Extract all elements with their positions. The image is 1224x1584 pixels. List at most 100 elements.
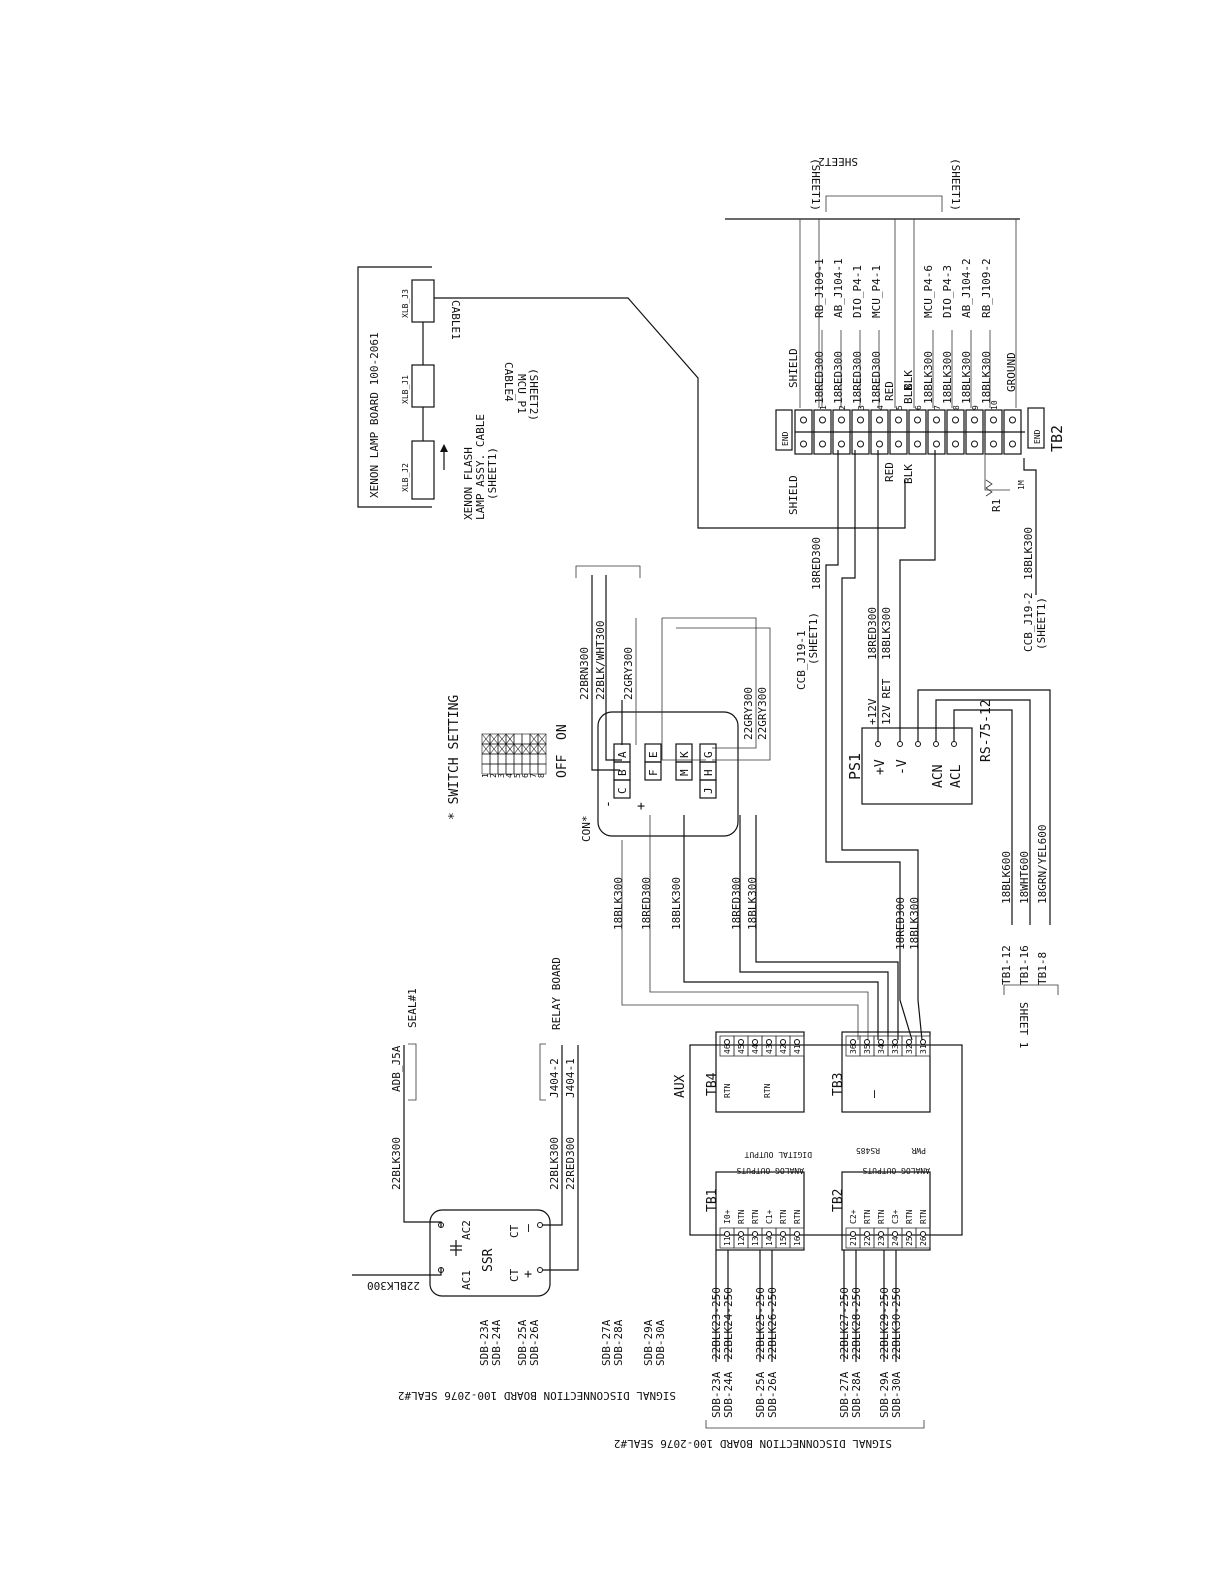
aux-pin-screw [752,1231,758,1237]
tb2-screw-bottom [1009,440,1016,448]
aux-pin-screw [892,1231,898,1237]
aux-pin-number: 12 [737,1236,746,1246]
tb2-wire-label: 18BLK300 [922,351,935,404]
tb2-screw-top [838,416,845,424]
aux-pin-number: 33 [891,1044,900,1054]
tb2-pin-number: 8 [952,405,961,410]
ps1-name: PS1 [846,753,864,780]
aux-pin-number: 32 [905,1044,914,1054]
sdb-left-label: SDB-23A [478,1319,491,1366]
sdb-left-label: SDB-29A [642,1319,655,1366]
tb4-block [715,1031,805,1113]
mains-wiring: 18BLK600 18WHT600 18GRN/YEL600 TB1-12 TB… [1000,825,1059,1048]
tb2-screw-top [819,416,826,424]
aux-pin-cell [915,1035,931,1057]
aux-pin-label: RTN [779,1209,788,1224]
ssr-ac2: AC2 [460,1220,473,1240]
ccb-j19-2-sheet: (SHEET1) [1035,597,1048,650]
aux-pin-number: 25 [905,1236,914,1246]
xlb-j1-connector [411,364,435,408]
con-w-blkwht: 22BLK/WHT300 [594,621,607,700]
aux-pin-screw [794,1039,800,1045]
ccb-j19-2: CCB_J19-2 [1022,592,1035,652]
tb2-screw-top [952,416,959,424]
ps1-power-supply: PS1 +V -V ACN ACL RS-75-12 +12V 12V RET … [846,450,1051,925]
ssr-ct1: CT [508,1268,521,1282]
mains-w1: 18BLK600 [1000,851,1013,904]
aux-pin-label: RTN [877,1209,886,1224]
cable1-label: CABLE1 [449,300,462,340]
tb2-screw-top [990,416,997,424]
dip-cell [481,763,491,775]
aux-pin-label: RTN [905,1209,914,1224]
sdb-bottom-label: SDB-23A [710,1371,723,1418]
ssr-name: SSR [481,1248,496,1272]
aux-pin-screw [752,1039,758,1045]
aux-pin-number: 22 [863,1236,872,1246]
tb2-screw-bottom [971,440,978,448]
tb2-screw-bottom [914,440,921,448]
tb4-rtn2: RTN [763,1083,772,1098]
xlb-j2-label: XLB_J2 [401,463,410,492]
aux-pin-number: 35 [863,1044,872,1054]
tb2-block [841,1171,931,1251]
ccb-labels: CCB_J19-1 (SHEET1) 18RED300 CCB_J19-2 (S… [795,527,1048,690]
ssr-w-adb: 22BLK300 [390,1137,403,1190]
ps1-model: RS-75-12 [979,699,994,762]
mains-d3: TB1-8 [1036,952,1049,985]
ps-down-blk: 18BLK300 [908,897,921,950]
dip-number: 2 [489,773,498,778]
xlb-j2-connector [411,440,435,500]
ssr-minus: – [521,1224,536,1232]
sdb-bottom-label: SDB-25A [754,1371,767,1418]
red2-label: RED [883,462,896,482]
ps1-wire-a: 18RED300 [866,607,879,660]
dip-cell [529,763,539,775]
aux-pin-label: C1+ [765,1209,774,1224]
aux-pin-screw [794,1231,800,1237]
aux-pin-number: 14 [765,1236,774,1246]
sdb-left-label: SDB-27A [600,1319,613,1366]
aux-pin-number: 41 [793,1044,802,1054]
aux-pin-label: RTN [751,1209,760,1224]
tb4-caption: DIGITAL OUTPUT [744,1150,812,1159]
red-label: RED [883,381,896,401]
tb2-pin-number: 3 [857,405,866,410]
sdb-bottom-label: SDB-30A [890,1371,903,1418]
con-w-brn: 22BRN300 [578,647,591,700]
dip-number: 4 [505,773,514,778]
con-name: CON* [580,816,593,843]
con-outline [597,711,739,837]
con-minus: - [601,800,616,808]
tb2-wire-label: 18BLK300 [960,351,973,404]
tb3-cap2: PWR [911,1146,926,1155]
ssr-adb: ADB_J5A [390,1045,403,1092]
dip-cell [513,733,523,745]
tb2-wire-label: 18RED300 [870,351,883,404]
tb4-name: TB4 [705,1072,720,1096]
ps1-w12v: +12V [866,698,879,725]
tb2-pin-number: 9 [971,405,980,410]
aux-pin-number: 31 [919,1044,928,1054]
mains-w3: 18GRN/YEL600 [1036,825,1049,904]
con-pin-label: E [647,751,660,758]
tb2-screw-bottom [800,440,807,448]
tb1-caption: ANALOG OUTPUTS [736,1166,804,1175]
aux-pin-label: RTN [919,1209,928,1224]
aux-pin-screw [878,1231,884,1237]
tb2-pin-number: 2 [838,405,847,410]
xlb-j1-label: XLB_J1 [401,375,410,404]
con-down-wire-label: 18BLK300 [670,877,683,930]
sig-disc-left: SIGNAL DISCONNECTION BOARD 100-2076 SEAL… [398,1389,676,1402]
sdb-bottom-label: SDB-26A [766,1371,779,1418]
aux-pin-number: 16 [793,1236,802,1246]
dip-number: 3 [497,773,506,778]
aux-pin-number: 36 [849,1044,858,1054]
tb2-wire-label: 18RED300 [813,351,826,404]
con-w-gry2: 22GRY300 [742,687,755,740]
tb2-screw-bottom [895,440,902,448]
